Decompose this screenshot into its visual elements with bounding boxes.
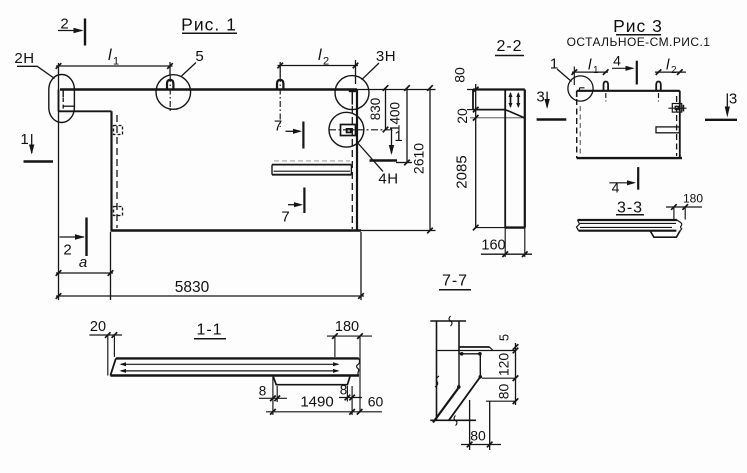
svg-text:830: 830 <box>368 98 383 121</box>
svg-text:4Н: 4Н <box>378 171 398 188</box>
svg-text:120: 120 <box>496 353 512 377</box>
svg-text:5: 5 <box>195 48 203 65</box>
svg-text:1: 1 <box>394 128 402 145</box>
svg-text:4: 4 <box>612 180 620 196</box>
svg-text:2Н: 2Н <box>14 50 34 67</box>
svg-text:8: 8 <box>340 383 348 398</box>
svg-text:5830: 5830 <box>175 279 210 296</box>
svg-text:1: 1 <box>20 131 28 148</box>
svg-text:7-7: 7-7 <box>442 273 468 290</box>
svg-text:1: 1 <box>593 65 599 76</box>
svg-text:2: 2 <box>671 65 677 76</box>
svg-text:1400: 1400 <box>388 102 403 132</box>
svg-text:80: 80 <box>470 428 486 444</box>
svg-text:l: l <box>108 47 112 64</box>
svg-text:l: l <box>318 47 322 64</box>
svg-text:2610: 2610 <box>411 143 427 174</box>
svg-text:a: a <box>79 254 87 271</box>
svg-text:1490: 1490 <box>300 394 333 411</box>
svg-text:2085: 2085 <box>454 155 471 188</box>
svg-text:180: 180 <box>683 192 703 206</box>
svg-text:Рис. 1: Рис. 1 <box>181 15 237 35</box>
svg-text:20: 20 <box>90 319 106 335</box>
svg-text:2-2: 2-2 <box>496 38 522 55</box>
svg-text:7: 7 <box>281 209 289 226</box>
svg-text:160: 160 <box>481 238 505 254</box>
svg-text:3-3: 3-3 <box>617 200 643 217</box>
svg-text:Рис 3: Рис 3 <box>613 16 663 36</box>
svg-text:3Н: 3Н <box>376 48 396 65</box>
svg-text:3: 3 <box>729 91 737 108</box>
svg-text:5: 5 <box>497 334 512 341</box>
svg-text:2: 2 <box>323 56 329 68</box>
svg-text:7: 7 <box>274 118 282 135</box>
svg-text:2: 2 <box>60 16 68 33</box>
svg-text:1-1: 1-1 <box>196 322 222 339</box>
svg-text:l: l <box>588 57 592 74</box>
svg-text:4: 4 <box>613 53 621 69</box>
svg-text:2: 2 <box>63 242 71 259</box>
svg-text:ОСТАЛЬНОЕ-СМ.РИС.1: ОСТАЛЬНОЕ-СМ.РИС.1 <box>567 35 711 49</box>
svg-text:20: 20 <box>454 108 470 124</box>
svg-text:l: l <box>666 57 670 74</box>
svg-text:3: 3 <box>536 89 544 106</box>
svg-text:8: 8 <box>259 384 267 399</box>
svg-text:1: 1 <box>550 56 558 73</box>
svg-text:80: 80 <box>452 67 468 83</box>
svg-text:60: 60 <box>368 394 384 410</box>
svg-text:80: 80 <box>496 384 512 400</box>
svg-text:180: 180 <box>335 319 359 335</box>
svg-text:1: 1 <box>113 56 119 68</box>
